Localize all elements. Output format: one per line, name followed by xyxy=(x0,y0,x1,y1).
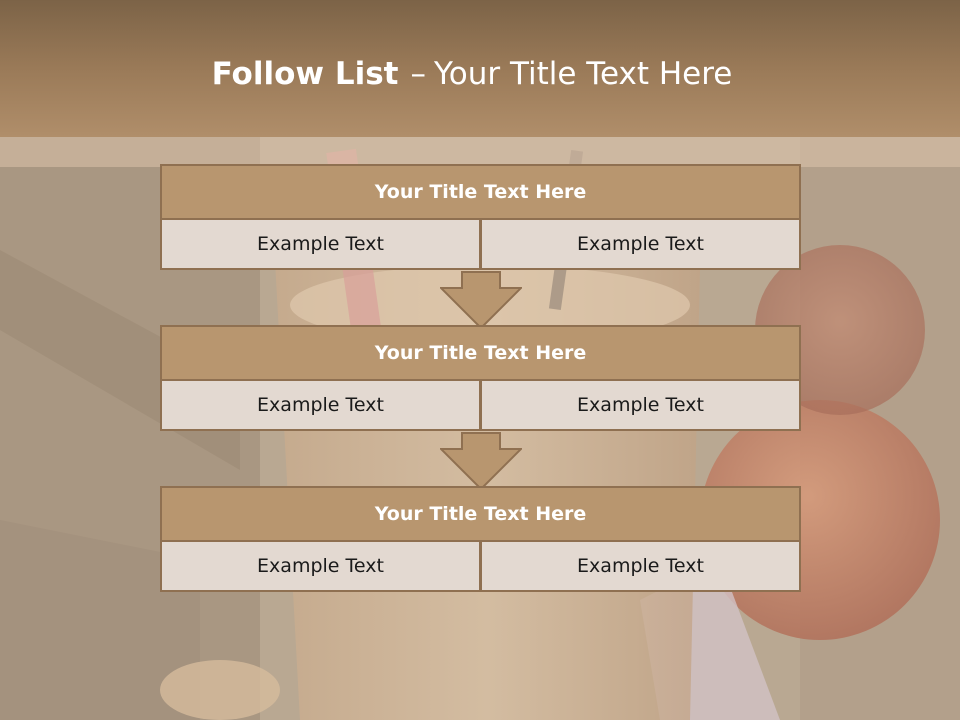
block-cell-left: Example Text xyxy=(160,542,481,592)
slide-title-bold: Follow List xyxy=(211,56,399,92)
block-row: Example Text Example Text xyxy=(160,542,801,592)
slide-title: Follow List–Your Title Text Here xyxy=(0,56,944,92)
block-cell-left: Example Text xyxy=(160,220,481,270)
follow-block-1: Your Title Text Here Example Text Exampl… xyxy=(160,164,801,270)
block-row: Example Text Example Text xyxy=(160,220,801,270)
title-bar: Follow List–Your Title Text Here xyxy=(0,0,960,137)
block-cell-right: Example Text xyxy=(481,220,801,270)
block-cell-right: Example Text xyxy=(481,381,801,431)
slide-title-dash: – xyxy=(410,56,426,92)
slide-title-rest: Your Title Text Here xyxy=(433,56,733,92)
down-arrow-icon xyxy=(440,271,522,329)
follow-block-3: Your Title Text Here Example Text Exampl… xyxy=(160,486,801,592)
block-title: Your Title Text Here xyxy=(160,164,801,220)
block-title: Your Title Text Here xyxy=(160,325,801,381)
block-cell-right: Example Text xyxy=(481,542,801,592)
block-title: Your Title Text Here xyxy=(160,486,801,542)
block-row: Example Text Example Text xyxy=(160,381,801,431)
block-cell-left: Example Text xyxy=(160,381,481,431)
follow-block-2: Your Title Text Here Example Text Exampl… xyxy=(160,325,801,431)
title-underband xyxy=(0,137,960,167)
down-arrow-icon xyxy=(440,432,522,490)
